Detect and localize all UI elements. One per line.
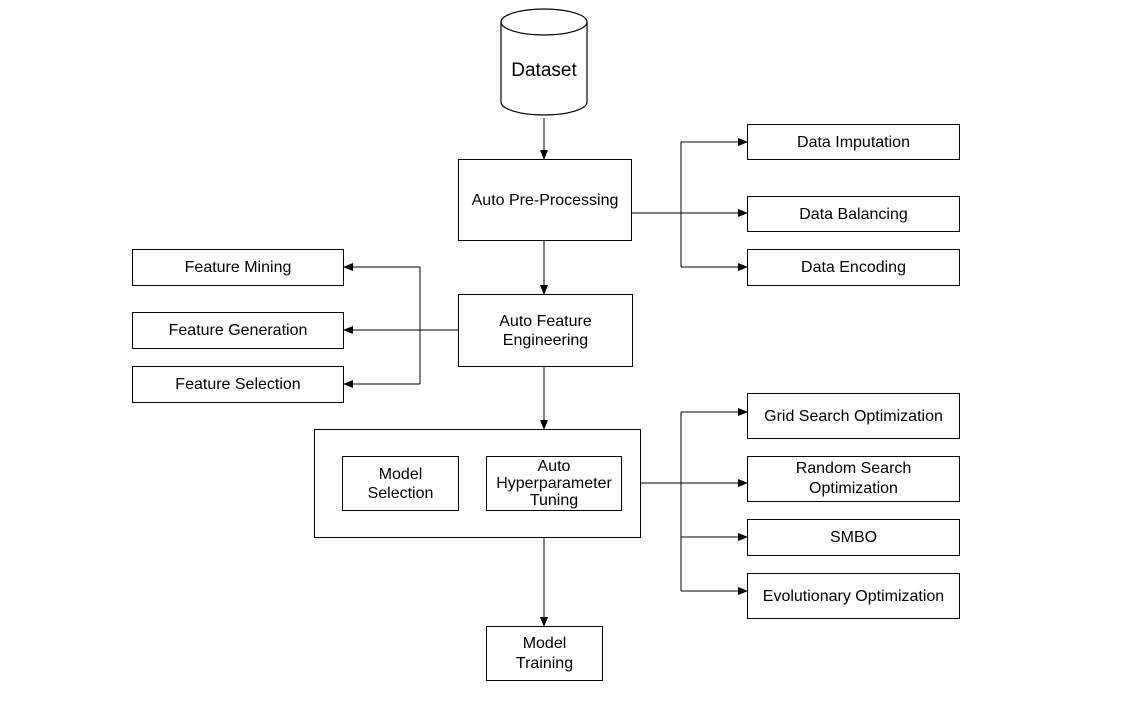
feature-branch-connector [343, 263, 458, 388]
model-selection-box: Model Selection [342, 456, 459, 511]
data-imputation-box: Data Imputation [747, 124, 960, 160]
dataset-cylinder [500, 8, 588, 116]
auto-preprocessing-box: Auto Pre-Processing [458, 159, 632, 241]
dataset-label: Dataset [511, 60, 577, 81]
random-search-box: Random Search Optimization [747, 456, 960, 502]
data-balancing-box: Data Balancing [747, 196, 960, 232]
feature-generation-box: Feature Generation [132, 312, 344, 349]
evolutionary-optimization-box: Evolutionary Optimization [747, 573, 960, 619]
feature-mining-box: Feature Mining [132, 249, 344, 286]
auto-feature-engineering-box: Auto Feature Engineering [458, 294, 633, 367]
feature-selection-box: Feature Selection [132, 366, 344, 403]
smbo-box: SMBO [747, 519, 960, 556]
auto-hyperparameter-tuning-box: Auto Hyperparameter Tuning [486, 456, 622, 511]
grid-search-box: Grid Search Optimization [747, 393, 960, 439]
hyperparameter-branch-connector [641, 408, 748, 595]
model-training-box: Model Training [486, 626, 603, 681]
preprocessing-branch-connector [632, 138, 748, 271]
data-encoding-box: Data Encoding [747, 249, 960, 286]
